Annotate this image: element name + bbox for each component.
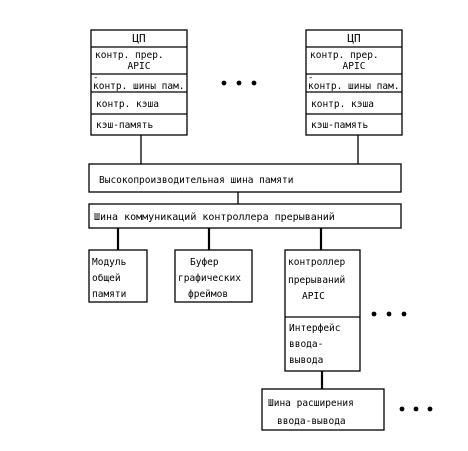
apic-ctrl-label: контр. прер. [310,50,379,61]
shared-memory-line-1: Модуль [92,257,127,268]
io-apic-line-3: APIC [302,291,325,302]
io-interface-line-2: ввода- [289,339,323,350]
memory-bus-label: Высокопроизводительная шина памяти [99,175,293,186]
shared-memory-module: Модуль общей памяти [88,249,148,303]
expansion-bus-line-1: Шина расширения [268,398,354,409]
cpu-title: ЦП [132,32,145,45]
dash-mark: - [308,73,313,83]
cache-mem-label: кэш-память [311,120,368,131]
shared-memory-line-3: памяти [92,289,126,300]
expansion-bus-line-2: ввода-вывода [277,416,346,427]
interrupt-bus: Шина коммуникаций контроллера прерываний [88,203,402,229]
frame-buffer-line-2: графических [178,273,241,284]
io-interface-line-3: вывода [289,355,323,366]
memory-bus: Высокопроизводительная шина памяти [88,163,402,193]
cache-mem-label: кэш-память [96,120,153,131]
expansion-bus: Шина расширения ввода-вывода [261,388,385,431]
io-interface-line-1: Интерфейс [289,323,340,334]
ellipsis-icon [399,406,433,412]
shared-memory-line-2: общей [92,273,121,284]
ellipsis-icon [221,80,257,86]
apic-label: APIC [343,61,366,72]
frame-buffer-line-3: фреймов [188,289,228,300]
io-module: контроллер прерываний APIC Интерфейс вво… [284,249,361,372]
cache-ctrl-label: контр. кэша [311,99,374,110]
dash-mark: - [93,73,98,83]
cpu-block-1: ЦП контр. прер. APIC - контр. шины пам. … [90,29,188,136]
cpu-title: ЦП [347,32,360,45]
mem-bus-ctrl-label: контр. шины пам. [93,81,185,92]
cpu-block-2: ЦП контр. прер. APIC - контр. шины пам. … [305,29,403,136]
mem-bus-ctrl-label: контр. шины пам. [308,81,400,92]
cache-ctrl-label: контр. кэша [96,99,159,110]
io-apic-line-1: контроллер [288,257,345,268]
io-apic-line-2: прерываний [288,275,345,286]
frame-buffer-line-1: Буфер [190,257,219,268]
frame-buffer: Буфер графических фреймов [174,249,253,303]
apic-ctrl-label: контр. прер. [95,50,164,61]
ellipsis-icon [371,311,407,317]
interrupt-bus-label: Шина коммуникаций контроллера прерываний [94,211,335,223]
apic-label: APIC [128,61,151,72]
